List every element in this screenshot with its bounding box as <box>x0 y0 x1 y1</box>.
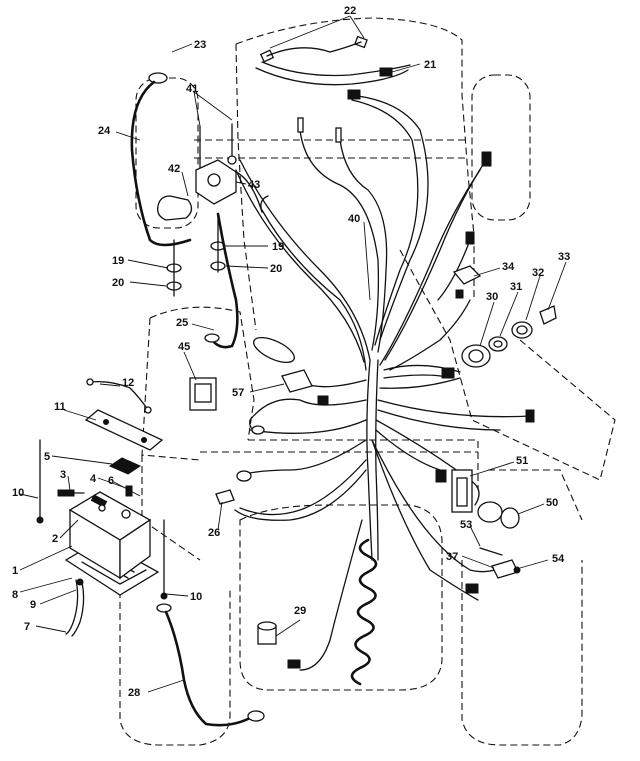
callout-1: 1 <box>12 565 18 577</box>
callout-29: 29 <box>294 605 306 617</box>
callout-53: 53 <box>460 519 472 531</box>
callout-42: 42 <box>168 163 180 175</box>
callout-19-right: 19 <box>272 241 284 253</box>
callout-43: 43 <box>248 179 260 191</box>
callout-5: 5 <box>44 451 50 463</box>
callout-10-right: 10 <box>190 591 202 603</box>
callout-57: 57 <box>232 387 244 399</box>
callout-37: 37 <box>446 551 458 563</box>
callout-31: 31 <box>510 281 522 293</box>
callout-labels: 22 21 23 41 24 42 43 40 19 20 19 20 25 4… <box>12 5 570 699</box>
callout-23: 23 <box>194 39 206 51</box>
callout-45: 45 <box>178 341 190 353</box>
callout-19-left: 19 <box>112 255 124 267</box>
callout-25: 25 <box>176 317 188 329</box>
callout-50: 50 <box>546 497 558 509</box>
callout-2: 2 <box>52 533 58 545</box>
callout-40: 40 <box>348 213 360 225</box>
ground-cable-28 <box>156 603 265 727</box>
callout-24: 24 <box>98 125 111 137</box>
callout-6: 6 <box>108 475 114 487</box>
leader-lines <box>19 15 567 693</box>
callout-32: 32 <box>532 267 544 279</box>
callout-3: 3 <box>60 469 66 481</box>
harness-21 <box>259 35 492 245</box>
callout-10-left: 10 <box>12 487 24 499</box>
main-wiring-harness <box>234 61 531 686</box>
callout-21: 21 <box>424 59 436 71</box>
callout-7: 7 <box>24 621 30 633</box>
solenoid-assembly <box>130 72 269 349</box>
callout-54: 54 <box>552 553 565 565</box>
battery-assembly <box>36 378 168 637</box>
callout-9: 9 <box>30 599 36 611</box>
callout-12: 12 <box>122 377 134 389</box>
callout-22: 22 <box>344 5 356 17</box>
callout-30: 30 <box>486 291 498 303</box>
callout-4: 4 <box>90 473 97 485</box>
callout-51: 51 <box>516 455 528 467</box>
callout-26: 26 <box>208 527 220 539</box>
callout-41: 41 <box>186 83 198 95</box>
callout-11: 11 <box>54 401 66 413</box>
callout-28: 28 <box>128 687 140 699</box>
ignition-components <box>189 265 557 669</box>
callout-8: 8 <box>12 589 18 601</box>
callout-20-right: 20 <box>270 263 282 275</box>
callout-20-left: 20 <box>112 277 124 289</box>
callout-33: 33 <box>558 251 570 263</box>
callout-34: 34 <box>502 261 515 273</box>
